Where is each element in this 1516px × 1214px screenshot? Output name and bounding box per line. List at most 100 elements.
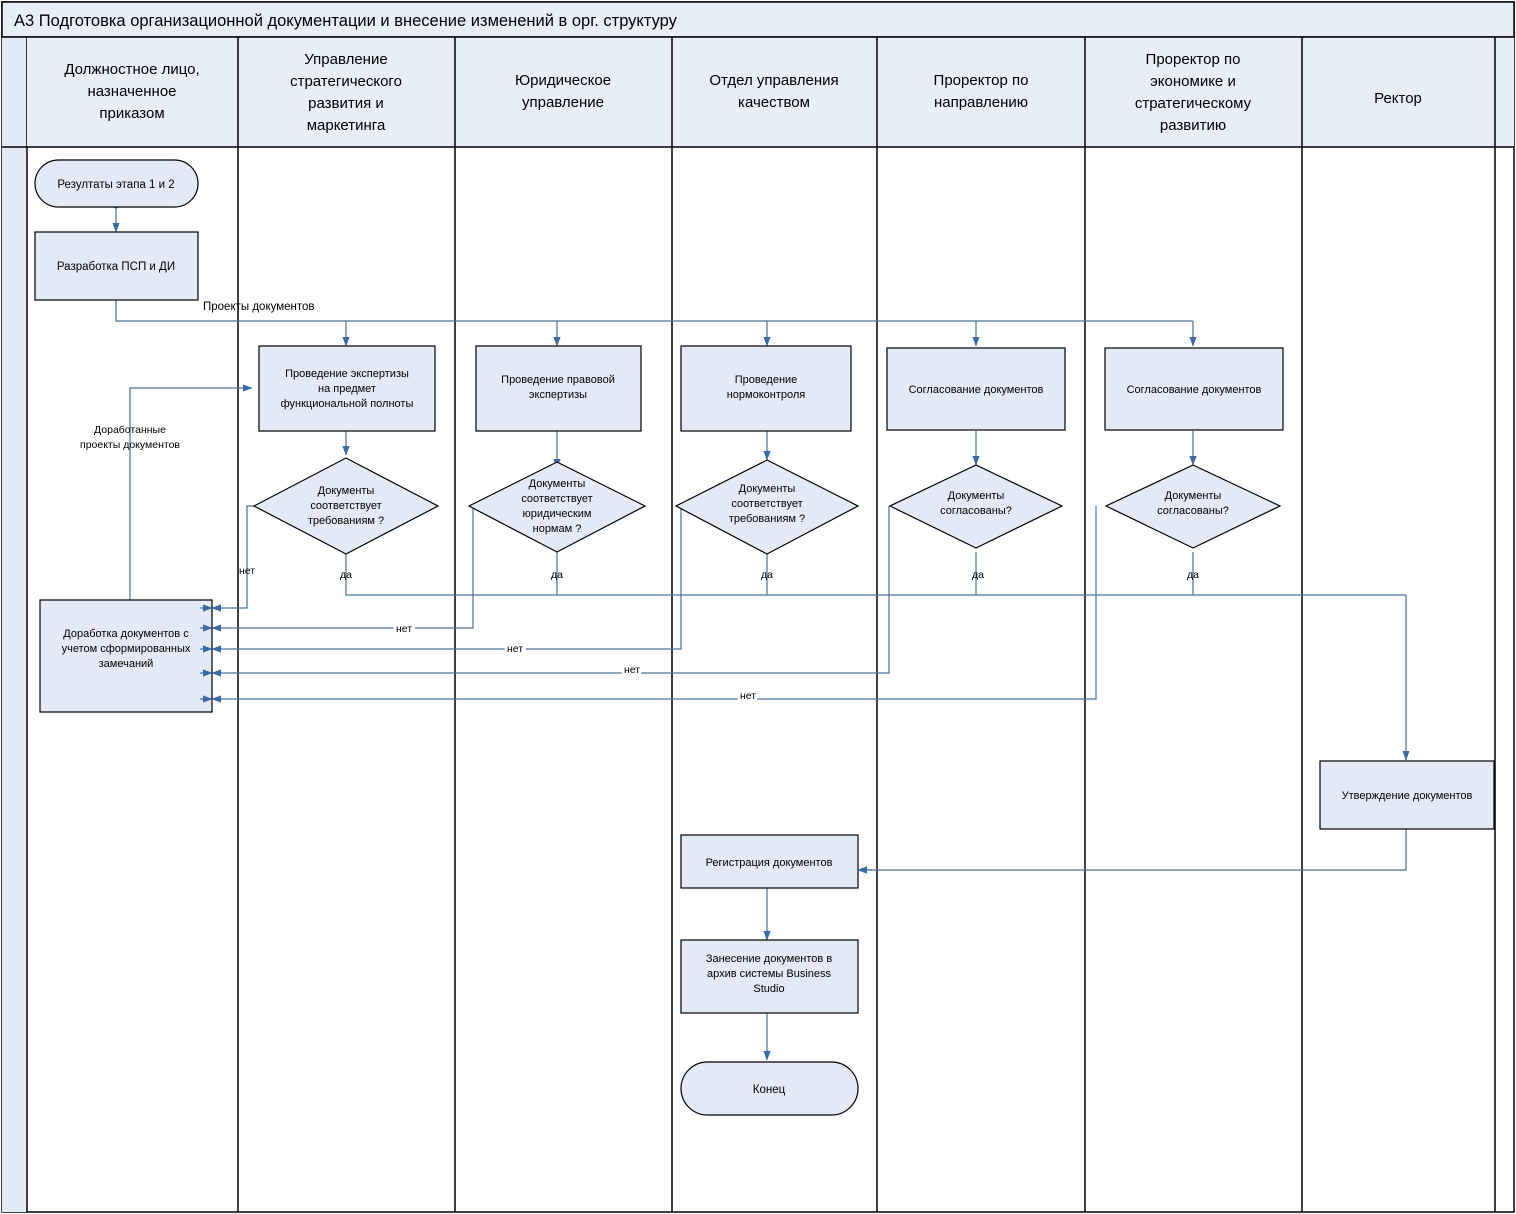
edge-label-yes-2: да xyxy=(551,569,563,581)
node-decision-approval-economics[interactable]: Документы согласованы? xyxy=(1104,464,1282,549)
node-start-terminator[interactable]: Резултаты этапа 1 и 2 xyxy=(34,159,199,208)
node-archive-process[interactable]: Занесение документов в архив системы Bus… xyxy=(680,939,859,1014)
lane-header-2: Управление стратегического развития и ма… xyxy=(290,51,402,134)
edge-label-no-5: нет xyxy=(740,690,756,702)
edge-label-no-4: нет xyxy=(624,664,640,676)
edge-label-no-2: нет xyxy=(396,623,412,635)
node-decision-normcontrol-line3: требованиям ? xyxy=(729,513,805,525)
lane-header-7: Ректор xyxy=(1374,90,1422,107)
lane-header-2-line2: стратегического xyxy=(290,73,402,90)
edge-dfn-yes-to-join xyxy=(345,552,1406,596)
node-decision-functional-line1: Документы xyxy=(318,485,375,497)
edge-label-yes-1: да xyxy=(340,569,352,581)
node-approval-economics-process[interactable]: Согласование документов xyxy=(1104,347,1284,431)
lane-header-6-line4: развитию xyxy=(1160,117,1226,134)
node-decision-normcontrol[interactable]: Документы соответствует требованиям ? xyxy=(674,459,860,555)
node-decision-legal-line1: Документы xyxy=(529,478,586,490)
edge-label-yes-4: да xyxy=(972,569,984,581)
node-normcontrol-line2: нормоконтроля xyxy=(727,389,806,401)
edge-label-no-3: нет xyxy=(507,643,523,655)
node-rework-label-line2: учетом сформированных xyxy=(62,643,191,655)
lane-header-1-line3: приказом xyxy=(99,105,164,122)
lane-header-5-line1: Проректор по xyxy=(934,72,1029,89)
edge-label-reworked-line2: проекты документов xyxy=(80,439,180,451)
connectors xyxy=(112,201,1410,1061)
lane-header-1: Должностное лицо, назначенное приказом xyxy=(64,61,199,122)
lane-header-2-line1: Управление xyxy=(304,51,387,68)
node-decision-functional-line2: соответствует xyxy=(310,500,381,512)
node-approval-direction-process[interactable]: Согласование документов xyxy=(886,347,1066,431)
edge-label-drafts: Проекты документов xyxy=(203,301,315,313)
node-development-process[interactable]: Разработка ПСП и ДИ xyxy=(34,231,199,301)
node-legal-expertise-line2: экспертизы xyxy=(529,389,587,401)
edge-dnorm-no-to-rework xyxy=(211,506,682,653)
node-rework-label-line3: замечаний xyxy=(99,658,154,670)
lane-header-4-line1: Отдел управления xyxy=(709,72,838,89)
node-rework-label-line1: Доработка документов с xyxy=(63,628,189,640)
node-start-label: Резултаты этапа 1 и 2 xyxy=(57,179,174,191)
lane-headers: Должностное лицо, назначенное приказом У… xyxy=(64,51,1422,134)
edge-label-no-2-halo: нет xyxy=(396,623,412,635)
lane-header-6-line1: Проректор по xyxy=(1146,51,1241,68)
edge-label-no-3-halo: нет xyxy=(507,643,523,655)
node-development-label: Разработка ПСП и ДИ xyxy=(57,261,175,273)
rework-inlet-arrows xyxy=(200,604,213,703)
node-approval-rector-process[interactable]: Утверждение документов xyxy=(1319,760,1495,830)
diagram-title: A3 Подготовка организационной документац… xyxy=(14,12,678,30)
lane-header-6-line3: стратегическому xyxy=(1135,95,1252,112)
edge-label-no-4-halo: нет xyxy=(624,664,640,676)
edge-dlaw-no-to-rework xyxy=(211,506,474,632)
lane-header-1-line2: назначенное xyxy=(87,83,176,100)
lane-header-6-line2: экономике и xyxy=(1150,73,1236,90)
node-functional-expertise-process[interactable]: Проведение экспертизы на предмет функцио… xyxy=(258,345,436,432)
node-legal-expertise-process[interactable]: Проведение правовой экспертизы xyxy=(475,345,642,432)
node-end-terminator[interactable]: Конец xyxy=(680,1061,859,1116)
node-decision-approval-economics-line1: Документы xyxy=(1165,490,1222,502)
lane-header-3-line2: управление xyxy=(522,94,604,111)
node-approval-economics-label: Согласование документов xyxy=(1127,384,1262,396)
node-legal-expertise-line1: Проведение правовой xyxy=(501,374,615,386)
node-functional-expertise-line1: Проведение экспертизы xyxy=(285,368,409,380)
lane-header-4: Отдел управления качеством xyxy=(709,72,838,111)
edge-label-reworked-line1: Доработанные xyxy=(94,424,166,436)
node-rework-process[interactable]: Доработка документов с учетом сформирова… xyxy=(39,599,213,713)
lane-header-7-line1: Ректор xyxy=(1374,90,1422,107)
lane-header-2-line4: маркетинга xyxy=(307,117,386,134)
node-archive-line3: Studio xyxy=(753,983,784,995)
lane-header-4-line2: качеством xyxy=(738,94,810,111)
lane-header-band xyxy=(27,37,1514,147)
left-margin-strip xyxy=(2,37,27,1212)
lane-header-5: Проректор по направлению xyxy=(934,72,1029,111)
node-decision-approval-economics-line2: согласованы? xyxy=(1157,505,1229,517)
node-decision-approval-direction[interactable]: Документы согласованы? xyxy=(888,464,1064,549)
edge-label-yes-3: да xyxy=(761,569,773,581)
node-functional-expertise-line2: на предмет xyxy=(318,383,376,395)
node-approval-rector-label: Утверждение документов xyxy=(1342,790,1473,802)
node-end-label: Конец xyxy=(753,1084,786,1096)
node-functional-expertise-line3: функциональной полноты xyxy=(281,398,414,410)
node-decision-functional[interactable]: Документы соответствует требованиям ? xyxy=(252,457,440,555)
title-bar xyxy=(1,1,1515,38)
edge-rework-to-exp-fn xyxy=(129,384,253,600)
edge-label-no-1: нет xyxy=(239,565,255,577)
lane-header-2-line3: развития и xyxy=(308,95,384,112)
edge-dagr5-no-to-rework xyxy=(211,506,890,677)
node-normcontrol-process[interactable]: Проведение нормоконтроля xyxy=(680,345,852,432)
lane-header-1-line1: Должностное лицо, xyxy=(64,61,199,78)
edge-approval-to-registration xyxy=(857,828,1407,874)
edge-labels: Проекты документов Доработанные проекты … xyxy=(80,301,1199,705)
lane-header-6: Проректор по экономике и стратегическому… xyxy=(1135,51,1252,134)
node-decision-normcontrol-line1: Документы xyxy=(739,483,796,495)
node-decision-legal-line4: нормам ? xyxy=(533,523,582,535)
node-decision-legal[interactable]: Документы соответствует юридическим норм… xyxy=(467,461,647,553)
node-decision-legal-line3: юридическим xyxy=(523,508,592,520)
edge-dev-broadcast-bus xyxy=(115,300,1193,322)
edge-dagr6-no-to-rework xyxy=(211,506,1097,703)
node-decision-approval-direction-line2: согласованы? xyxy=(940,505,1012,517)
node-registration-process[interactable]: Регистрация документов xyxy=(680,834,859,889)
node-decision-legal-line2: соответствует xyxy=(521,493,592,505)
node-registration-label: Регистрация документов xyxy=(706,857,833,869)
lane-header-3-line1: Юридическое xyxy=(515,72,611,89)
